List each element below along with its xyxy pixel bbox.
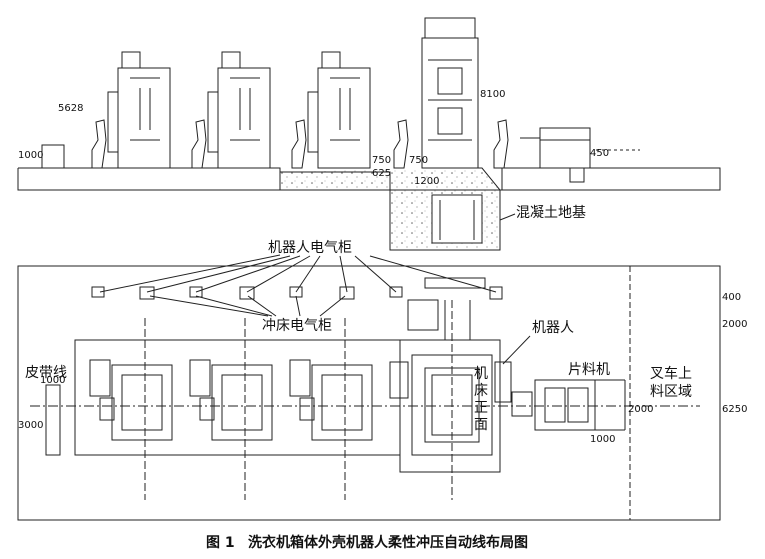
cabinet-7: [389, 286, 403, 298]
dim-625: 625: [372, 168, 391, 179]
dim-450: 450: [590, 148, 609, 159]
dim-right-top: 400: [722, 292, 741, 303]
figure-title: 洗衣机箱体外壳机器人柔性冲压自动线布局图: [248, 534, 528, 551]
forklift-zone-line-1: 叉车上: [650, 365, 692, 382]
robot-label: 机器人: [532, 320, 574, 336]
dim-sheet-gap: 2000: [628, 404, 653, 415]
cabinet-1: [91, 286, 105, 298]
dim-right-mid: 2000: [722, 319, 747, 330]
press-front-char-3: 正: [474, 400, 488, 416]
cabinet-3: [189, 286, 203, 298]
press-front-char-1: 机: [474, 366, 488, 382]
dim-1200: 1200: [414, 176, 439, 187]
press-plan-3: [289, 359, 373, 441]
dim-belt-width: 1000: [40, 375, 65, 386]
press-2: [207, 51, 271, 169]
cabinet-4: [239, 286, 255, 300]
dim-right-low: 6250: [722, 404, 747, 415]
sheet-machine-label: 片料机: [568, 362, 610, 378]
belt-line-box: [41, 144, 65, 169]
dim-750-a: 750: [372, 155, 391, 166]
press-3: [307, 51, 371, 169]
robot-cabinet-label: 机器人电气柜: [268, 240, 352, 256]
elevation-view: [17, 17, 721, 251]
press-plan-1: [89, 359, 173, 441]
figure-number: 图 1: [206, 535, 235, 551]
dim-750-b: 750: [409, 155, 428, 166]
dim-belt-length: 3000: [18, 420, 43, 431]
dim-5628: 5628: [58, 103, 83, 114]
plan-view: [17, 254, 721, 521]
dim-8100: 8100: [480, 89, 505, 100]
sheet-feeder-plan: [534, 379, 596, 431]
robot-elev: [91, 119, 509, 169]
big-press-plan: [389, 354, 512, 456]
belt-line-plan: [45, 384, 61, 456]
cabinet-6: [339, 286, 355, 300]
press-front-char-2: 床: [474, 383, 488, 399]
cabinet-2: [139, 286, 155, 300]
press-1: [107, 51, 171, 169]
sheet-feeder-elev: [520, 127, 591, 183]
dim-1000-elev: 1000: [18, 150, 43, 161]
press-plan-2: [189, 359, 273, 441]
belt-line-label: 皮带线: [25, 365, 67, 381]
press-front-char-4: 面: [474, 417, 488, 433]
forklift-zone-line-2: 料区域: [650, 384, 692, 400]
plan-boundary: [17, 265, 721, 521]
press-cabinet-label: 冲床电气柜: [262, 318, 332, 334]
big-press: [421, 17, 479, 169]
foundation-label: 混凝土地基: [516, 204, 586, 221]
cabinet-8: [489, 286, 503, 300]
dim-sheet-width: 1000: [590, 434, 615, 445]
